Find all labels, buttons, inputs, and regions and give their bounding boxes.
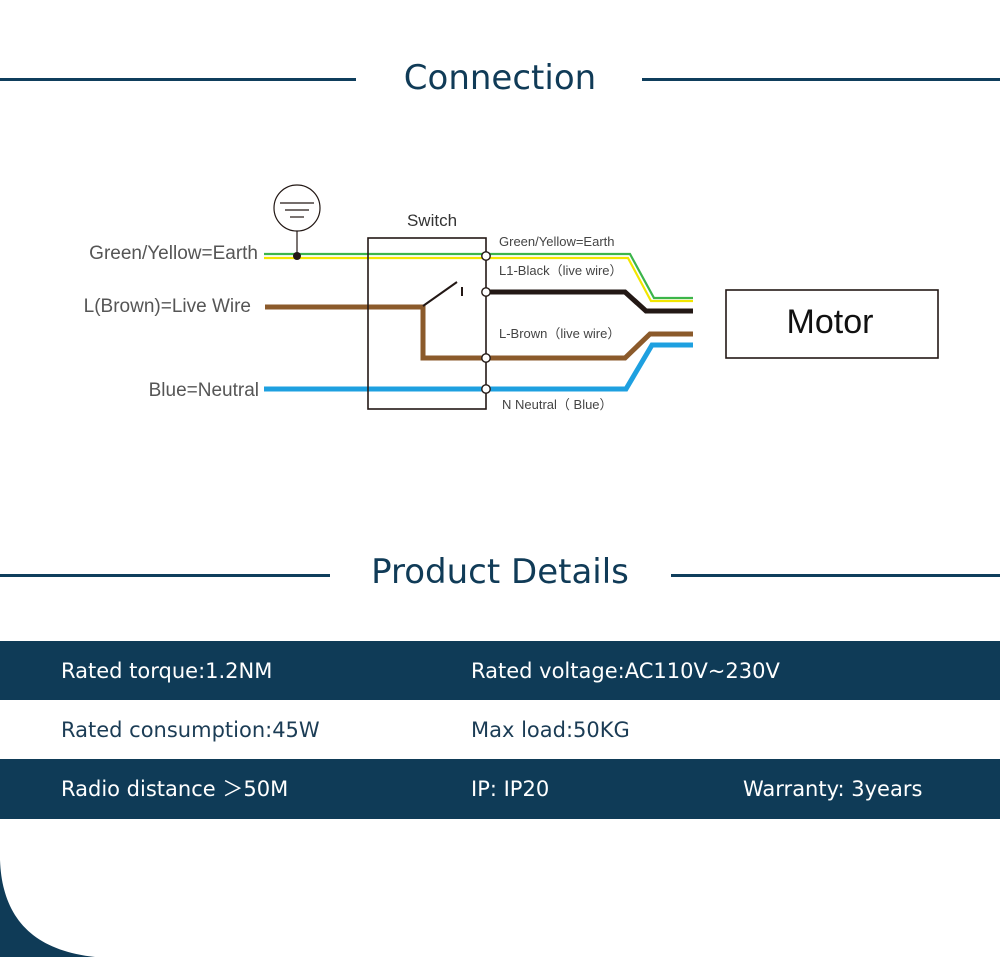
- label-motor: Motor: [787, 303, 874, 341]
- spec-row: Rated torque:1.2NM Rated voltage:AC110V~…: [0, 641, 1000, 701]
- label-earth-right: Green/Yellow=Earth: [499, 234, 615, 249]
- switch-box: [367, 237, 487, 410]
- neutral-wire: [264, 342, 693, 392]
- spec-rated-voltage: Rated voltage:AC110V~230V: [471, 659, 780, 683]
- connection-title: Connection: [403, 58, 597, 98]
- label-earth-left: Green/Yellow=Earth: [89, 243, 258, 264]
- ground-icon: [273, 184, 321, 255]
- label-live-left: L(Brown)=Live Wire: [84, 296, 251, 317]
- switch-contact: [422, 281, 458, 307]
- earth-wire: [264, 252, 693, 303]
- connection-header: Connection: [0, 58, 1000, 102]
- spec-row: Radio distance ＞50M IP: IP20 Warranty: 3…: [0, 759, 1000, 819]
- earth-junction-dot: [293, 252, 301, 260]
- spec-row: Rated consumption:45W Max load:50KG: [0, 700, 1000, 760]
- label-switch: Switch: [407, 211, 457, 230]
- wiring-diagram: Green/Yellow=Earth L(Brown)=Live Wire Bl…: [84, 184, 939, 412]
- spec-warranty: Warranty: 3years: [743, 777, 923, 801]
- live-wire-input: [265, 281, 486, 361]
- spec-ip-rating: IP: IP20: [471, 777, 550, 801]
- product-details-header: Product Details: [0, 552, 1000, 596]
- label-l-brown: L-Brown（live wire）: [499, 326, 620, 341]
- header-rule-left: [0, 574, 330, 577]
- label-l1-black: L1-Black（live wire）: [499, 263, 623, 278]
- l1-black-output-wire: [486, 289, 693, 314]
- spec-rated-consumption: Rated consumption:45W: [61, 718, 320, 742]
- l-brown-output-wire: [486, 331, 693, 361]
- motor-box: [725, 289, 939, 359]
- spec-radio-distance: Radio distance ＞50M: [61, 777, 289, 801]
- header-rule-right: [671, 574, 1000, 577]
- header-rule-right: [642, 78, 1000, 81]
- corner-decoration: [0, 860, 95, 957]
- spec-rated-torque: Rated torque:1.2NM: [61, 659, 273, 683]
- label-neutral-right: N Neutral（ Blue）: [502, 397, 613, 412]
- label-neutral-left: Blue=Neutral: [149, 380, 259, 401]
- terminals: [481, 251, 491, 394]
- header-rule-left: [0, 78, 356, 81]
- spec-max-load: Max load:50KG: [471, 718, 630, 742]
- product-details-title: Product Details: [371, 552, 629, 592]
